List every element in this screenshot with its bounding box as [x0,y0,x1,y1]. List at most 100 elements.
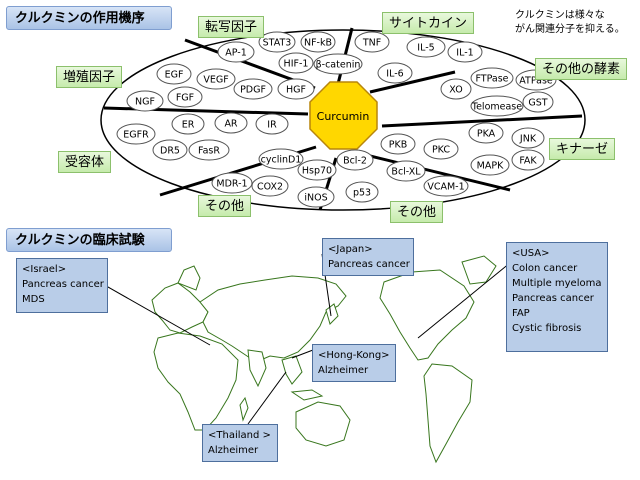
node-pka: PKA [468,122,504,144]
node-cox2-label: COX2 [257,182,283,193]
node-dr5-bubble [152,139,188,161]
landmass-southeast-asia [281,355,303,385]
node-stat3: STAT3 [258,31,296,53]
trial-usa-study-5: Cystic fibrosis [512,323,582,334]
pointer-thailand [247,371,287,425]
node-ar: AR [214,112,248,134]
node-er: ER [171,113,205,135]
node-bcl2-bubble [336,149,374,171]
landmass-europe [151,282,209,334]
tag-other-right: その他 [390,201,444,223]
node-nfkb-label: NF-kB [304,38,332,49]
node-fak-label: FAK [519,156,537,167]
landmass-africa [153,332,239,431]
node-ar-label: AR [224,119,237,130]
node-tnf: TNF [354,31,390,53]
node-mdr1-bubble [211,172,253,194]
node-hgf: HGF [277,78,315,100]
node-hsp70-label: Hsp70 [302,166,332,177]
node-vcam1-label: VCAM-1 [427,182,464,193]
node-cyclind1-label: cyclinD1 [261,155,302,166]
trial-israel-study-1: Pancreas cancer [22,279,104,290]
node-hgf-bubble [277,78,315,100]
trial-box-thailand: <Thailand > Alzheimer [202,424,278,462]
node-ar-bubble [214,112,248,134]
trial-usa-study-2: Multiple myeloma [512,278,602,289]
node-egf-label: EGF [165,70,184,81]
tag-kinases: キナーゼ [549,138,616,160]
node-er-label: ER [182,120,195,131]
node-p53-label: p53 [353,188,371,199]
node-il6-bubble [377,62,413,84]
node-pdgf-label: PDGF [240,85,266,96]
node-tnf-label: TNF [362,38,381,49]
node-hsp70: Hsp70 [297,159,337,181]
node-pkc-bubble [423,138,459,160]
tag-other-left: その他 [198,195,252,217]
node-pdgf: PDGF [233,78,273,100]
node-inos-bubble [297,186,335,208]
node-fasr: FasR [188,139,230,161]
node-cox2-bubble [251,175,289,197]
node-fgf: FGF [167,86,203,108]
node-il1-label: IL-1 [456,48,473,59]
node-telomease-bubble [470,95,524,117]
node-mapk: MAPK [470,154,510,176]
summary-note: クルクミンは様々な がん関連分子を抑える。 [515,9,625,37]
node-dr5: DR5 [152,139,188,161]
node-ap1: AP-1 [217,41,255,63]
node-egfr-label: EGFR [123,130,149,141]
node-mapk-label: MAPK [477,161,504,172]
node-pka-label: PKA [477,129,496,140]
node-telomease-label: Telomease [471,102,522,113]
curcumin-label: Curcumin [317,110,370,123]
trial-usa-study-1: Colon cancer [512,263,578,274]
landmass-madagascar [239,396,249,422]
summary-note-line-1: クルクミンは様々な [515,10,605,21]
node-pka-bubble [468,122,504,144]
node-bcat-bubble [313,53,363,75]
node-hsp70-bubble [297,159,337,181]
node-pkb: PKB [380,133,416,155]
node-vegf-bubble [196,68,236,90]
node-hif1-label: HIF-1 [284,59,309,70]
node-xo-label: XO [449,85,462,96]
node-ap1-bubble [217,41,255,63]
node-bcl2: Bcl-2 [336,149,374,171]
node-stat3-label: STAT3 [263,38,292,49]
heading-targets: クルクミンの作用機序 [6,6,172,30]
node-vegf-label: VEGF [203,75,228,86]
heading-trials: クルクミンの臨床試験 [6,228,172,252]
curcumin-octagon [309,81,378,150]
node-mdr1: MDR-1 [211,172,253,194]
node-egfr-bubble [116,123,156,145]
node-xo-bubble [440,78,472,100]
landmass-india [247,349,267,388]
node-ir-bubble [255,113,289,135]
divider-lower-right [361,152,511,192]
node-atpase-label: ATPase [519,76,553,87]
summary-note-line-2: がん関連分子を抑える。 [515,24,625,35]
node-cyclind1: cyclinD1 [258,148,304,170]
node-xo: XO [440,78,472,100]
node-il5-bubble [406,36,446,58]
node-ngf: NGF [126,90,164,112]
trial-box-japan: <Japan> Pancreas cancer [322,238,414,276]
landmass-greenland [461,255,497,285]
node-fgf-label: FGF [176,93,194,104]
pointer-usa [417,257,517,339]
node-pkc: PKC [423,138,459,160]
node-inos: iNOS [297,186,335,208]
node-nfkb-bubble [300,31,336,53]
node-cox2: COX2 [251,175,289,197]
node-ftpase-bubble [470,67,514,89]
node-ftpase: FTPase [470,67,514,89]
tag-cytokines: サイトカイン [382,12,475,34]
node-vcam1-bubble [423,175,469,197]
node-pkb-label: PKB [389,140,407,151]
node-ngf-label: NGF [135,97,155,108]
node-il6-label: IL-6 [386,69,403,80]
